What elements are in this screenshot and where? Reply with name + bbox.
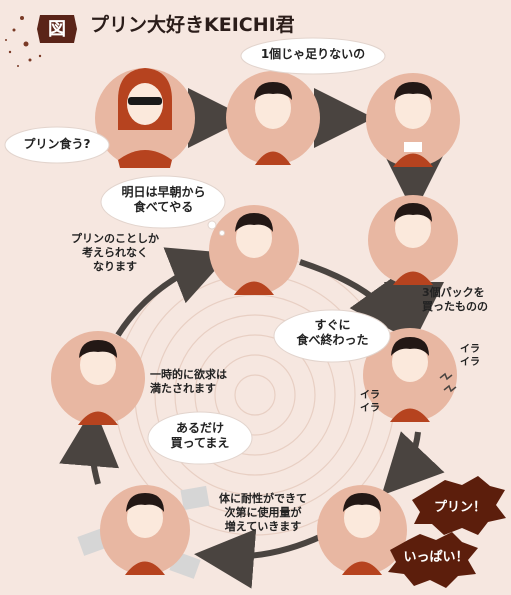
character-satisfied xyxy=(51,331,145,425)
burst-text-pudding: プリン！ xyxy=(433,500,486,515)
irritation-label-right: イラ イラ xyxy=(460,344,480,368)
badge-label: 図 xyxy=(48,19,66,40)
bubble-text-buy-all: あるだけ 買ってまえ xyxy=(170,421,230,450)
character-craving xyxy=(317,485,407,575)
note-temporary-satisfaction: 一時的に欲求は 満たされます xyxy=(150,368,227,395)
note-three-pack: 3個パックを 買ったものの xyxy=(422,286,488,313)
character-holding-pudding xyxy=(366,73,460,167)
speech-bubble-shapes xyxy=(4,37,391,465)
flow-arrows xyxy=(188,88,444,342)
bubble-text-not-enough: 1個じゃ足りないの xyxy=(260,47,366,61)
character-scheming xyxy=(209,205,299,295)
bubble-text-tomorrow: 明日は早朝から 食べてやる xyxy=(121,185,206,214)
page-title: プリン大好きKEICHI君 xyxy=(90,14,295,36)
bubble-text-offer: プリン食う? xyxy=(23,137,91,151)
character-three-pack xyxy=(368,195,458,285)
irritation-label-left: イラ イラ xyxy=(360,390,380,414)
character-irritated xyxy=(363,328,457,422)
exclamation-bursts xyxy=(388,476,506,588)
character-buying-all xyxy=(77,485,210,579)
character-not-enough xyxy=(226,71,320,165)
note-only-pudding: プリンのことしか 考えられなく なります xyxy=(71,232,159,273)
splatter-decoration xyxy=(5,16,42,67)
title-badge: 図 xyxy=(36,13,78,45)
note-tolerance: 体に耐性ができて 次第に使用量が 増えていきます xyxy=(219,492,307,533)
badge-shape xyxy=(37,15,77,43)
bubble-text-finished: すぐに 食べ終わった xyxy=(296,318,369,347)
burst-text-lots: いっぱい！ xyxy=(403,550,469,565)
character-offerer xyxy=(95,68,195,168)
stress-marks xyxy=(439,372,457,393)
cycle-arrows xyxy=(59,247,445,589)
